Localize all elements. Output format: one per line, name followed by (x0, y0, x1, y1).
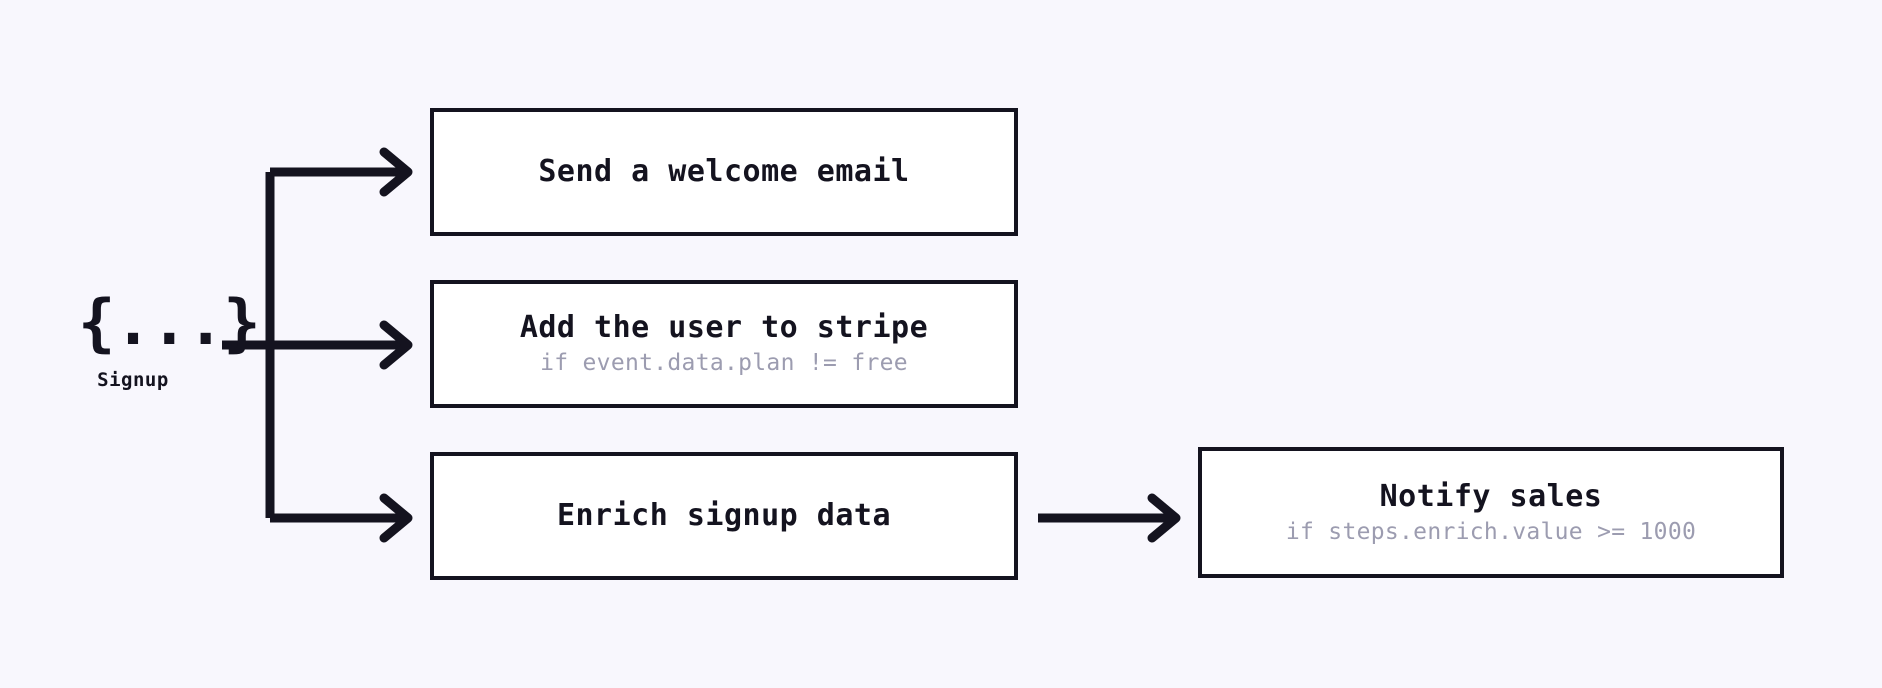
step-box-enrich-signup-data[interactable]: Enrich signup data (430, 452, 1018, 580)
arrowhead-send-welcome-email (379, 147, 413, 197)
step-title: Notify sales (1379, 478, 1603, 514)
arrowhead-add-user-to-stripe (379, 320, 413, 370)
step-condition: if event.data.plan != free (540, 350, 908, 377)
step-title: Send a welcome email (538, 154, 910, 189)
step-title: Add the user to stripe (519, 310, 929, 346)
step-box-notify-sales[interactable]: Notify sales if steps.enrich.value >= 10… (1198, 447, 1784, 578)
trigger-label: Signup (97, 369, 169, 392)
arrowhead-notify-sales (1147, 493, 1181, 543)
step-title: Enrich signup data (556, 498, 892, 533)
trigger-node-signup[interactable]: {...} Signup (78, 286, 261, 392)
arrowhead-enrich-signup-data (379, 493, 413, 543)
json-braces-icon: {...} (78, 286, 261, 359)
step-condition: if steps.enrich.value >= 1000 (1285, 518, 1697, 545)
step-box-send-welcome-email[interactable]: Send a welcome email (430, 108, 1018, 236)
step-box-add-user-to-stripe[interactable]: Add the user to stripe if event.data.pla… (430, 280, 1018, 408)
